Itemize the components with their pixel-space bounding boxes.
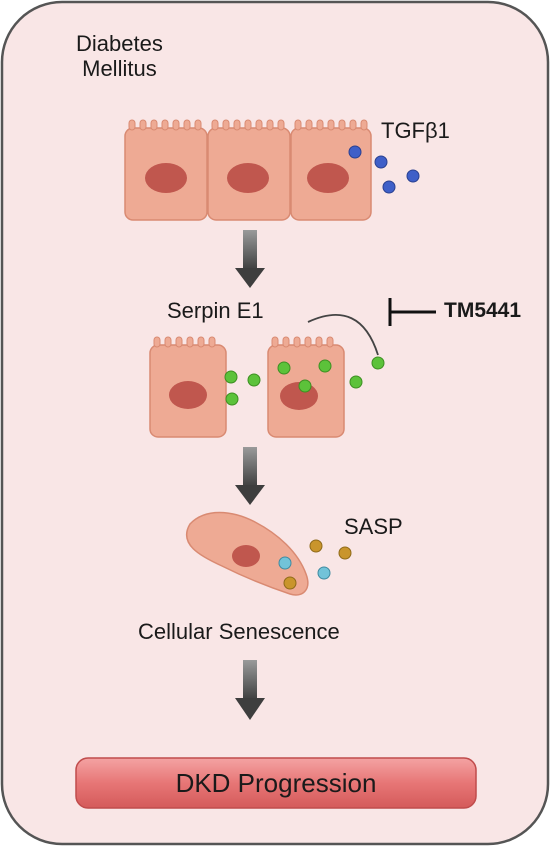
nucleus	[145, 163, 187, 193]
epithelial-cell	[290, 119, 372, 221]
secretome-label: SASP	[344, 514, 403, 539]
arrow-down-2	[235, 447, 265, 505]
nucleus	[227, 163, 269, 193]
tgf-beta1-molecules	[348, 145, 420, 194]
nucleus	[169, 381, 207, 409]
condition-line2: Mellitus	[82, 56, 157, 81]
autocrine-arc	[307, 314, 379, 356]
serpin-e1-molecules	[224, 356, 385, 406]
sasp-molecules	[278, 539, 352, 590]
mediator-label: Serpin E1	[167, 298, 264, 323]
arrow-down-3	[235, 660, 265, 720]
epithelial-cell	[149, 336, 227, 438]
condition-line1: Diabetes	[76, 31, 163, 56]
epithelial-cell	[207, 119, 291, 221]
epithelial-cell	[124, 119, 208, 221]
outcome-label: DKD Progression	[175, 768, 377, 798]
epithelial-cell-row-top	[124, 119, 372, 221]
arrow-down-1	[235, 230, 265, 288]
inhibition-symbol	[388, 298, 436, 326]
outcome-box	[75, 757, 477, 809]
senescent-cell	[185, 511, 309, 596]
inhibitor-label: TM5441	[444, 299, 522, 322]
nucleus	[307, 163, 349, 193]
condition-label: Diabetes Mellitus	[76, 31, 163, 81]
nucleus	[232, 545, 260, 567]
ligand-label: TGFβ1	[381, 118, 450, 143]
state-label: Cellular Senescence	[138, 619, 340, 644]
